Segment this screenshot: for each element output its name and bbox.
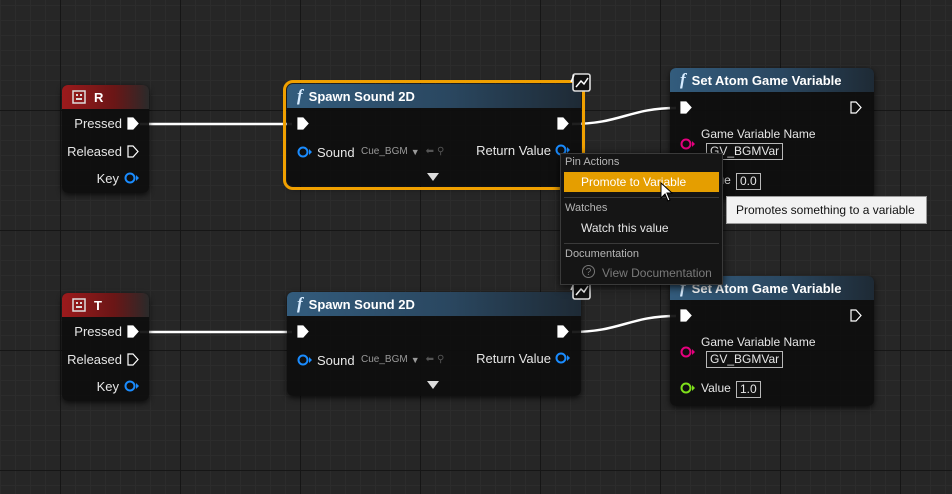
help-icon: ?	[582, 265, 595, 278]
return-value-label: Return Value	[476, 143, 551, 158]
exec-wire-spawn2-set2	[571, 314, 677, 334]
key-event-title: R	[94, 89, 104, 105]
sound-asset-value: Cue_BGM	[361, 354, 408, 365]
pressed-label: Pressed	[74, 324, 122, 339]
chevron-down-icon: ▼	[410, 354, 420, 365]
function-icon: f	[680, 278, 686, 297]
key-event-node-r[interactable]: R Pressed Released Key	[62, 85, 149, 193]
exec-pin-icon[interactable]	[127, 353, 139, 366]
function-node-title: Set Atom Game Variable	[691, 72, 842, 88]
documentation-section-label: Documentation	[565, 248, 639, 260]
key-event-header: T	[62, 293, 149, 317]
watch-this-value-item[interactable]: Watch this value	[581, 221, 669, 235]
value-field[interactable]: 1.0	[736, 381, 761, 398]
sound-label: Sound	[317, 353, 355, 368]
exec-pin-icon[interactable]	[127, 325, 139, 338]
exec-pin-icon[interactable]	[127, 145, 139, 158]
pin-context-menu: Pin Actions Promote to Variable Watches …	[560, 153, 723, 285]
menu-divider	[564, 197, 719, 198]
key-event-header: R	[62, 85, 149, 109]
expand-arrow-icon[interactable]	[427, 381, 439, 389]
use-asset-arrow-icon[interactable]: ⬅	[425, 146, 434, 157]
key-event-title: T	[94, 297, 102, 313]
game-variable-name-field[interactable]: GV_BGMVar	[706, 143, 784, 160]
exec-pin-icon[interactable]	[557, 325, 569, 338]
key-label: Key	[96, 171, 119, 186]
exec-pin-icon[interactable]	[297, 325, 309, 338]
pressed-label: Pressed	[74, 116, 122, 131]
sound-label: Sound	[317, 145, 355, 160]
game-variable-name-field[interactable]: GV_BGMVar	[706, 351, 784, 368]
function-icon: f	[680, 70, 686, 89]
exec-pin-icon[interactable]	[850, 309, 862, 322]
object-pin-icon[interactable]	[555, 352, 571, 364]
exec-pin-icon[interactable]	[297, 117, 309, 130]
graph-icon[interactable]	[568, 72, 592, 94]
watches-section-label: Watches	[565, 202, 608, 214]
function-node-title: Spawn Sound 2D	[308, 88, 415, 104]
function-icon: f	[297, 86, 303, 105]
function-node-header: f Spawn Sound 2D	[287, 84, 581, 108]
sound-asset-combo[interactable]: Cue_BGM ▼ ⬅ ⚲	[361, 354, 444, 365]
sound-asset-value: Cue_BGM	[361, 146, 408, 157]
exec-pin-icon[interactable]	[850, 101, 862, 114]
string-pin-icon[interactable]	[680, 346, 696, 358]
value-field[interactable]: 0.0	[736, 173, 761, 190]
key-event-node-t[interactable]: T Pressed Released Key	[62, 293, 149, 401]
sound-asset-combo[interactable]: Cue_BGM ▼ ⬅ ⚲	[361, 146, 444, 157]
spawn-sound-2d-node-1[interactable]: f Spawn Sound 2D Sound Cue_BGM ▼ ⬅ ⚲ Ret…	[283, 80, 585, 190]
mouse-cursor-icon	[660, 182, 674, 202]
object-pin-icon[interactable]	[124, 380, 140, 392]
keyboard-key-icon	[72, 298, 86, 312]
released-label: Released	[67, 352, 122, 367]
set-atom-game-variable-node-2[interactable]: f Set Atom Game Variable Game Variable N…	[670, 276, 874, 406]
exec-pin-icon[interactable]	[680, 101, 692, 114]
function-node-header: f Spawn Sound 2D	[287, 292, 581, 316]
game-variable-name-label: Game Variable Name	[701, 127, 816, 141]
object-pin-icon[interactable]	[297, 354, 313, 366]
exec-pin-icon[interactable]	[680, 309, 692, 322]
function-node-header: f Set Atom Game Variable	[670, 68, 874, 92]
object-pin-icon[interactable]	[297, 146, 313, 158]
float-pin-icon[interactable]	[680, 382, 696, 394]
function-icon: f	[297, 294, 303, 313]
expand-arrow-icon[interactable]	[427, 173, 439, 181]
object-pin-icon[interactable]	[124, 172, 140, 184]
function-node-title: Set Atom Game Variable	[691, 280, 842, 296]
return-value-label: Return Value	[476, 351, 551, 366]
menu-divider	[564, 243, 719, 244]
game-variable-name-label: Game Variable Name	[701, 335, 816, 349]
view-documentation-item[interactable]: View Documentation	[602, 266, 712, 280]
function-node-title: Spawn Sound 2D	[308, 296, 415, 312]
use-asset-arrow-icon[interactable]: ⬅	[425, 354, 434, 365]
browse-search-icon[interactable]: ⚲	[437, 354, 445, 365]
value-label: Value	[701, 381, 731, 395]
exec-pin-icon[interactable]	[557, 117, 569, 130]
key-label: Key	[96, 379, 119, 394]
promote-to-variable-item[interactable]	[564, 172, 719, 192]
spawn-sound-2d-node-2[interactable]: f Spawn Sound 2D Sound Cue_BGM ▼ ⬅ ⚲ Ret…	[287, 292, 581, 396]
exec-pin-icon[interactable]	[127, 117, 139, 130]
exec-wire-spawn1-set1	[571, 106, 677, 126]
promote-to-variable-label[interactable]: Promote to Variable	[581, 175, 687, 189]
promote-tooltip: Promotes something to a variable	[726, 196, 927, 224]
keyboard-key-icon	[72, 90, 86, 104]
browse-search-icon[interactable]: ⚲	[437, 146, 445, 157]
string-pin-icon[interactable]	[680, 138, 696, 150]
released-label: Released	[67, 144, 122, 159]
pin-actions-section-label: Pin Actions	[565, 156, 620, 168]
chevron-down-icon: ▼	[410, 146, 420, 157]
